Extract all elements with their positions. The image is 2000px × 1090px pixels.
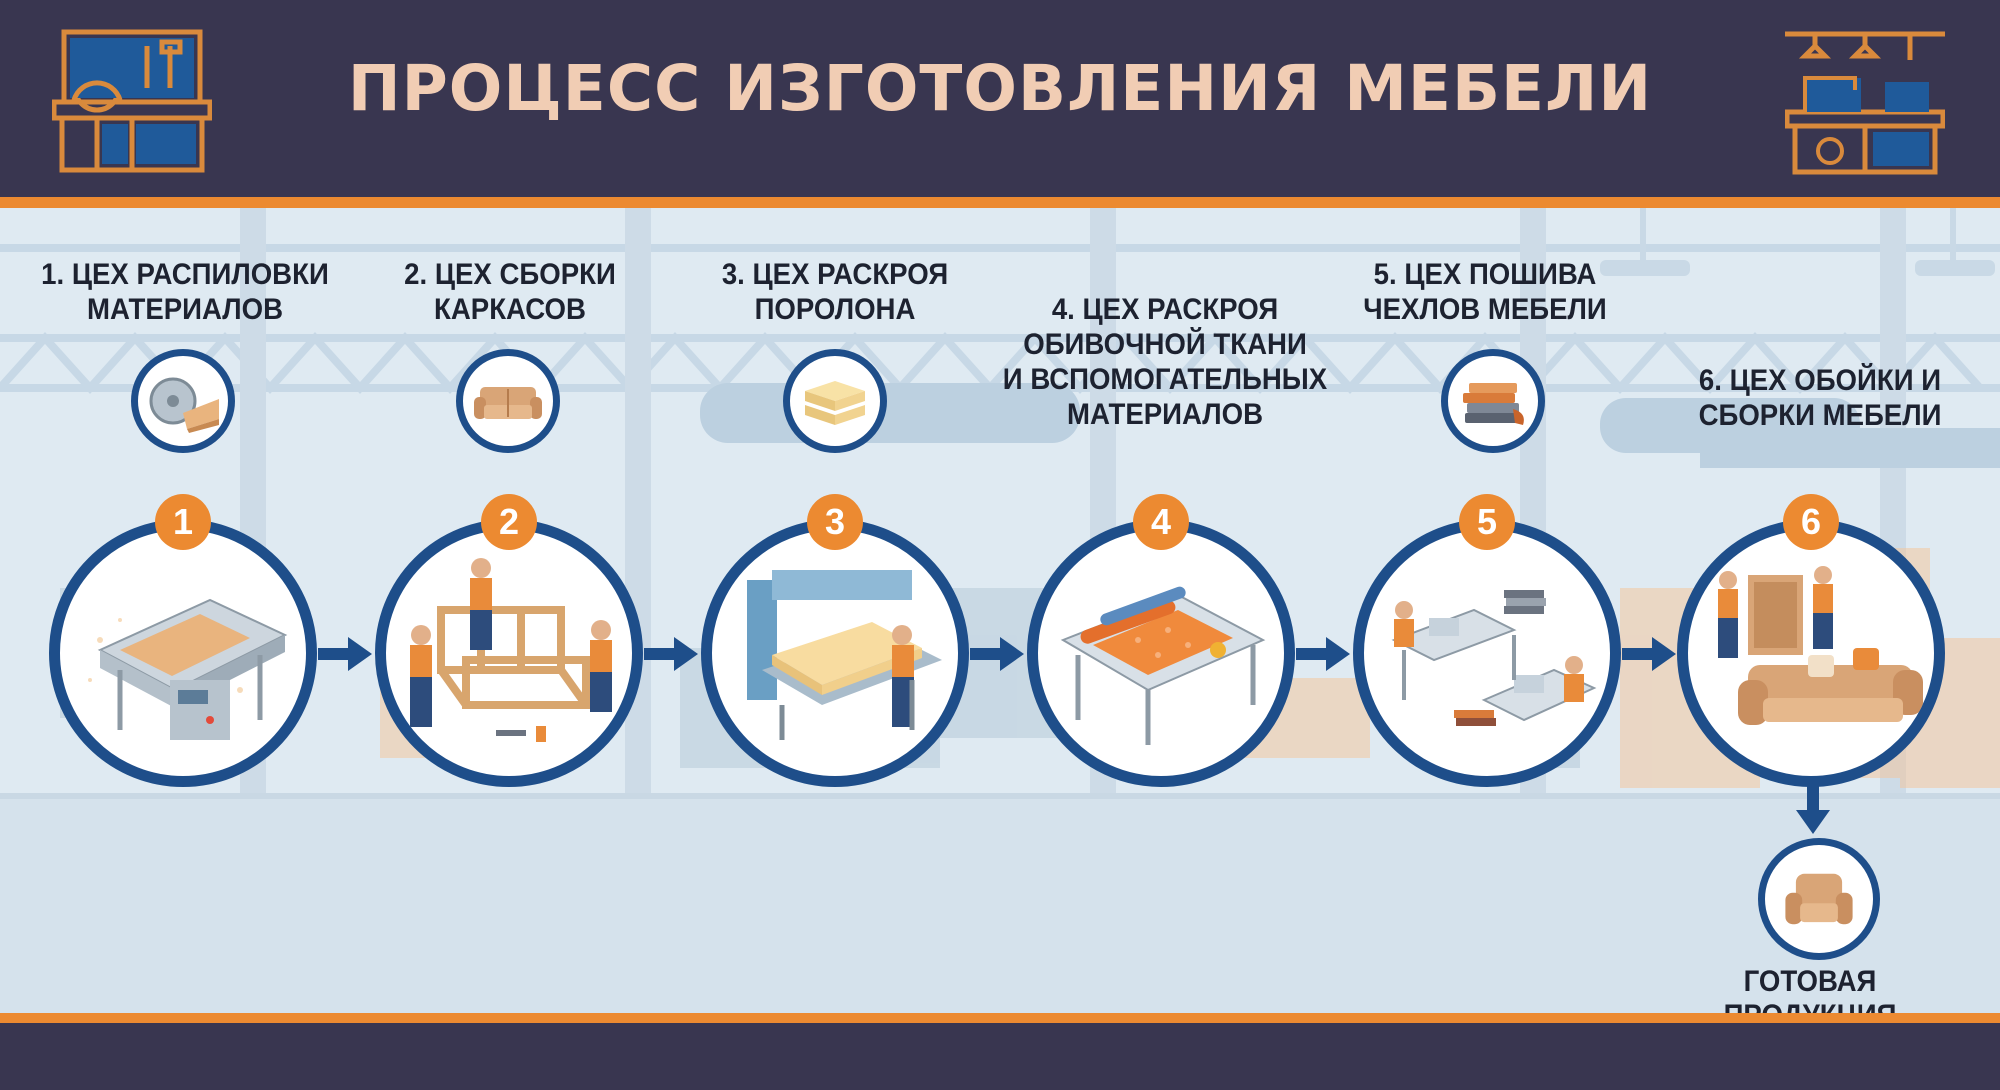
stage-3-small-icon (783, 349, 887, 453)
foam-blocks-icon (805, 381, 865, 425)
stage-4-illustration (1027, 519, 1295, 787)
stage-3-illustration (701, 519, 969, 787)
flow-arrow-4-5 (1296, 637, 1350, 671)
stage-5-illustration (1353, 519, 1621, 787)
flow-arrow-3-4 (970, 637, 1024, 671)
fabric-cutting-table-illustration (1060, 586, 1266, 745)
frame-assembly-illustration (410, 558, 612, 742)
stage-1-small-icon (131, 349, 235, 453)
saw-blade-icon (149, 377, 219, 433)
stage-5-small-icon (1441, 349, 1545, 453)
panel-saw-illustration (88, 598, 288, 740)
sofa-icon (474, 387, 542, 419)
stage-2-number: 2 (481, 494, 537, 550)
sewing-workstation-icon (1785, 31, 1945, 175)
fabric-stack-icon (1463, 383, 1524, 425)
flow-arrow-6-output (1796, 784, 1830, 834)
armchair-icon (1785, 873, 1853, 925)
flow-arrow-5-6 (1622, 637, 1676, 671)
output-icon-circle (1758, 838, 1880, 960)
upholstery-assembly-illustration (1718, 566, 1923, 725)
stage-1-number: 1 (155, 494, 211, 550)
flow-arrow-2-3 (644, 637, 698, 671)
header-bar (0, 0, 2000, 197)
stage-1-illustration (49, 519, 317, 787)
stage-4-number: 4 (1133, 494, 1189, 550)
sewing-workshop-illustration (1391, 590, 1597, 726)
stage-1-label: 1. ЦЕХ РАСПИЛОВКИ МАТЕРИАЛОВ (41, 258, 329, 326)
footer-bar (0, 1023, 2000, 1090)
stage-5-label: 5. ЦЕХ ПОШИВА ЧЕХЛОВ МЕБЕЛИ (1363, 258, 1607, 326)
stage-3-label: 3. ЦЕХ РАСКРОЯ ПОРОЛОНА (721, 258, 949, 326)
page-title: ПРОЦЕСС ИЗГОТОВЛЕНИЯ МЕБЕЛИ (347, 52, 1653, 125)
stage-6-number: 6 (1783, 494, 1839, 550)
stage-5-number: 5 (1459, 494, 1515, 550)
stage-6-label: 6. ЦЕХ ОБОЙКИ И СБОРКИ МЕБЕЛИ (1698, 364, 1942, 432)
stage-6-illustration (1677, 519, 1945, 787)
stage-2-illustration (375, 519, 643, 787)
flow-arrow-1-2 (318, 637, 372, 671)
foam-cutting-machine-illustration (747, 570, 942, 740)
stage-3-number: 3 (807, 494, 863, 550)
stage-2-small-icon (456, 349, 560, 453)
workbench-tools-icon (52, 29, 212, 173)
header-divider (0, 197, 2000, 208)
footer-divider (0, 1013, 2000, 1023)
stage-2-label: 2. ЦЕХ СБОРКИ КАРКАСОВ (404, 258, 616, 326)
stage-4-label: 4. ЦЕХ РАСКРОЯ ОБИВОЧНОЙ ТКАНИ И ВСПОМОГ… (1002, 293, 1328, 431)
